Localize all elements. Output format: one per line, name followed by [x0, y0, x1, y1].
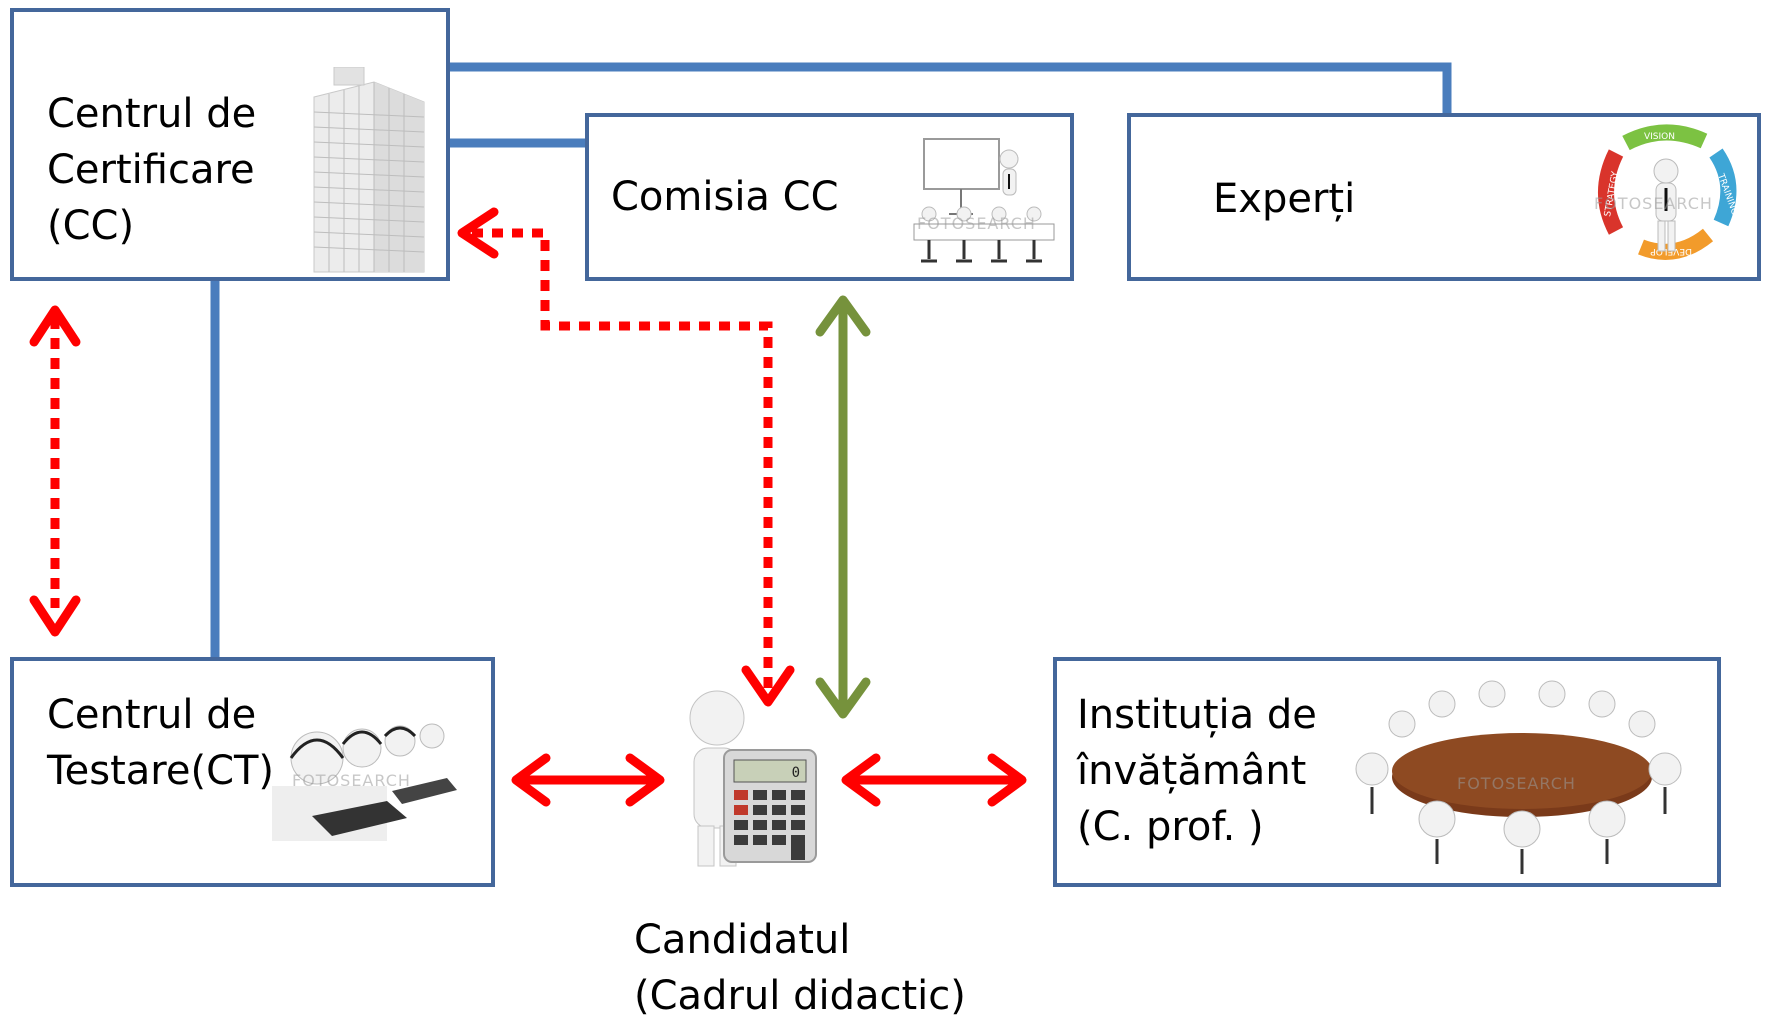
- arrowhead-candidat-down: [741, 665, 795, 707]
- arrowhead-candidat-up: [815, 677, 871, 719]
- arrowhead-cc-left: [457, 207, 499, 259]
- watermark-text-3: FOTOSEARCH: [292, 771, 411, 790]
- experti-label: Experți: [1213, 176, 1356, 222]
- arrowhead-cc-top: [29, 305, 81, 347]
- round-table-meeting-icon: FOTOSEARCH: [1355, 680, 1682, 874]
- watermark-text: FOTOSEARCH: [917, 214, 1036, 233]
- watermark-text-2: FOTOSEARCH: [1594, 194, 1713, 213]
- candidat-label: Candidatul (Cadrul didactic): [634, 917, 966, 1019]
- presentation-meeting-icon: FOTOSEARCH: [913, 138, 1055, 263]
- arrow-candidat-cc-dotted: [468, 228, 773, 688]
- arrowhead-candidat-left: [841, 753, 881, 807]
- node-institutia-de-invatamant: Instituția de învățământ (C. prof. ) FOT…: [1053, 657, 1721, 887]
- strategy-word-vision: VISION: [1644, 132, 1675, 142]
- calculator-display: 0: [792, 765, 800, 781]
- connector-cc-experti: [450, 62, 1452, 113]
- arrowhead-institutia-right: [987, 753, 1027, 807]
- cc-label: Centrul de Certificare (CC): [47, 91, 257, 249]
- arrowhead-candidat-right: [625, 753, 665, 807]
- person-with-calculator-icon: 0: [689, 690, 817, 867]
- node-comisia-cc: Comisia CC FOTOSEARCH: [585, 113, 1074, 281]
- node-experti: Experți VISION TRAINING DEVELOP STRATEGY…: [1127, 113, 1761, 281]
- institutia-label: Instituția de învățământ (C. prof. ): [1077, 692, 1317, 850]
- strategy-cycle-icon: VISION TRAINING DEVELOP STRATEGY FOTOSEA…: [1594, 124, 1739, 260]
- ct-label: Centrul de Testare(CT): [47, 692, 275, 794]
- arrowhead-ct-bottom: [29, 595, 81, 637]
- node-centrul-de-testare: Centrul de Testare(CT) FOTOSEARCH: [10, 657, 495, 887]
- comisia-label: Comisia CC: [611, 174, 839, 220]
- node-centrul-de-certificare: Centrul de Certificare (CC): [10, 8, 450, 281]
- call-center-icon: FOTOSEARCH: [272, 723, 457, 841]
- watermark-text-4: FOTOSEARCH: [1457, 774, 1576, 793]
- arrowhead-comisia-up: [815, 295, 871, 337]
- arrowhead-ct-left: [511, 753, 551, 807]
- office-building-icon: [313, 67, 425, 273]
